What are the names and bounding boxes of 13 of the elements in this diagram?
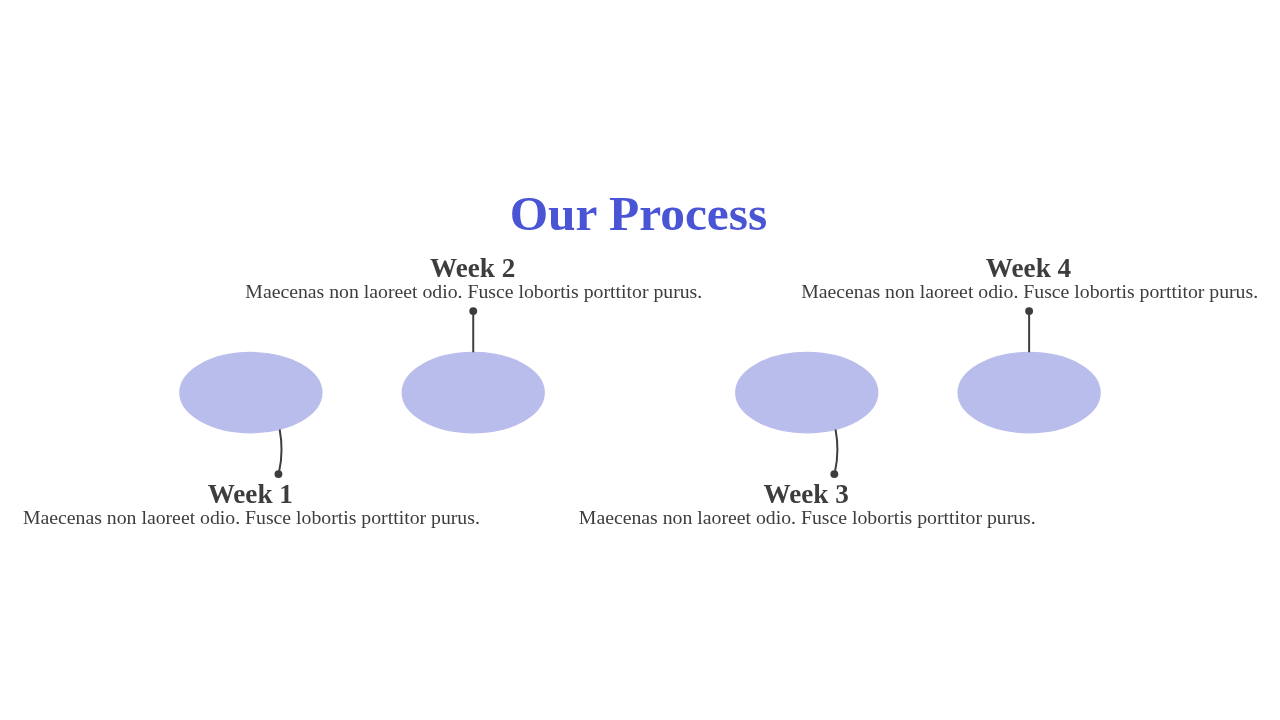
node-text: Week 2 Maecenas non laoreet odio. Fusce lobortis porttitor purus. — [245, 252, 703, 302]
diagram-title: Our Process — [509, 185, 768, 241]
node-cloud — [401, 351, 545, 433]
connector — [469, 306, 478, 353]
node-text: Week 3 Maecenas non laoreet odio. Fusce lobortis porttitor purus. — [578, 478, 1036, 528]
node-cloud — [957, 351, 1101, 433]
node-cloud — [735, 351, 879, 433]
node-text: Week 4 Maecenas non laoreet odio. Fusce lobortis porttitor purus. — [801, 252, 1259, 302]
connector — [830, 427, 839, 478]
node-cloud — [179, 351, 323, 433]
connector — [1025, 306, 1034, 353]
node-text: Week 1 Maecenas non laoreet odio. Fusce lobortis porttitor purus. — [22, 478, 480, 528]
connector — [274, 427, 283, 478]
